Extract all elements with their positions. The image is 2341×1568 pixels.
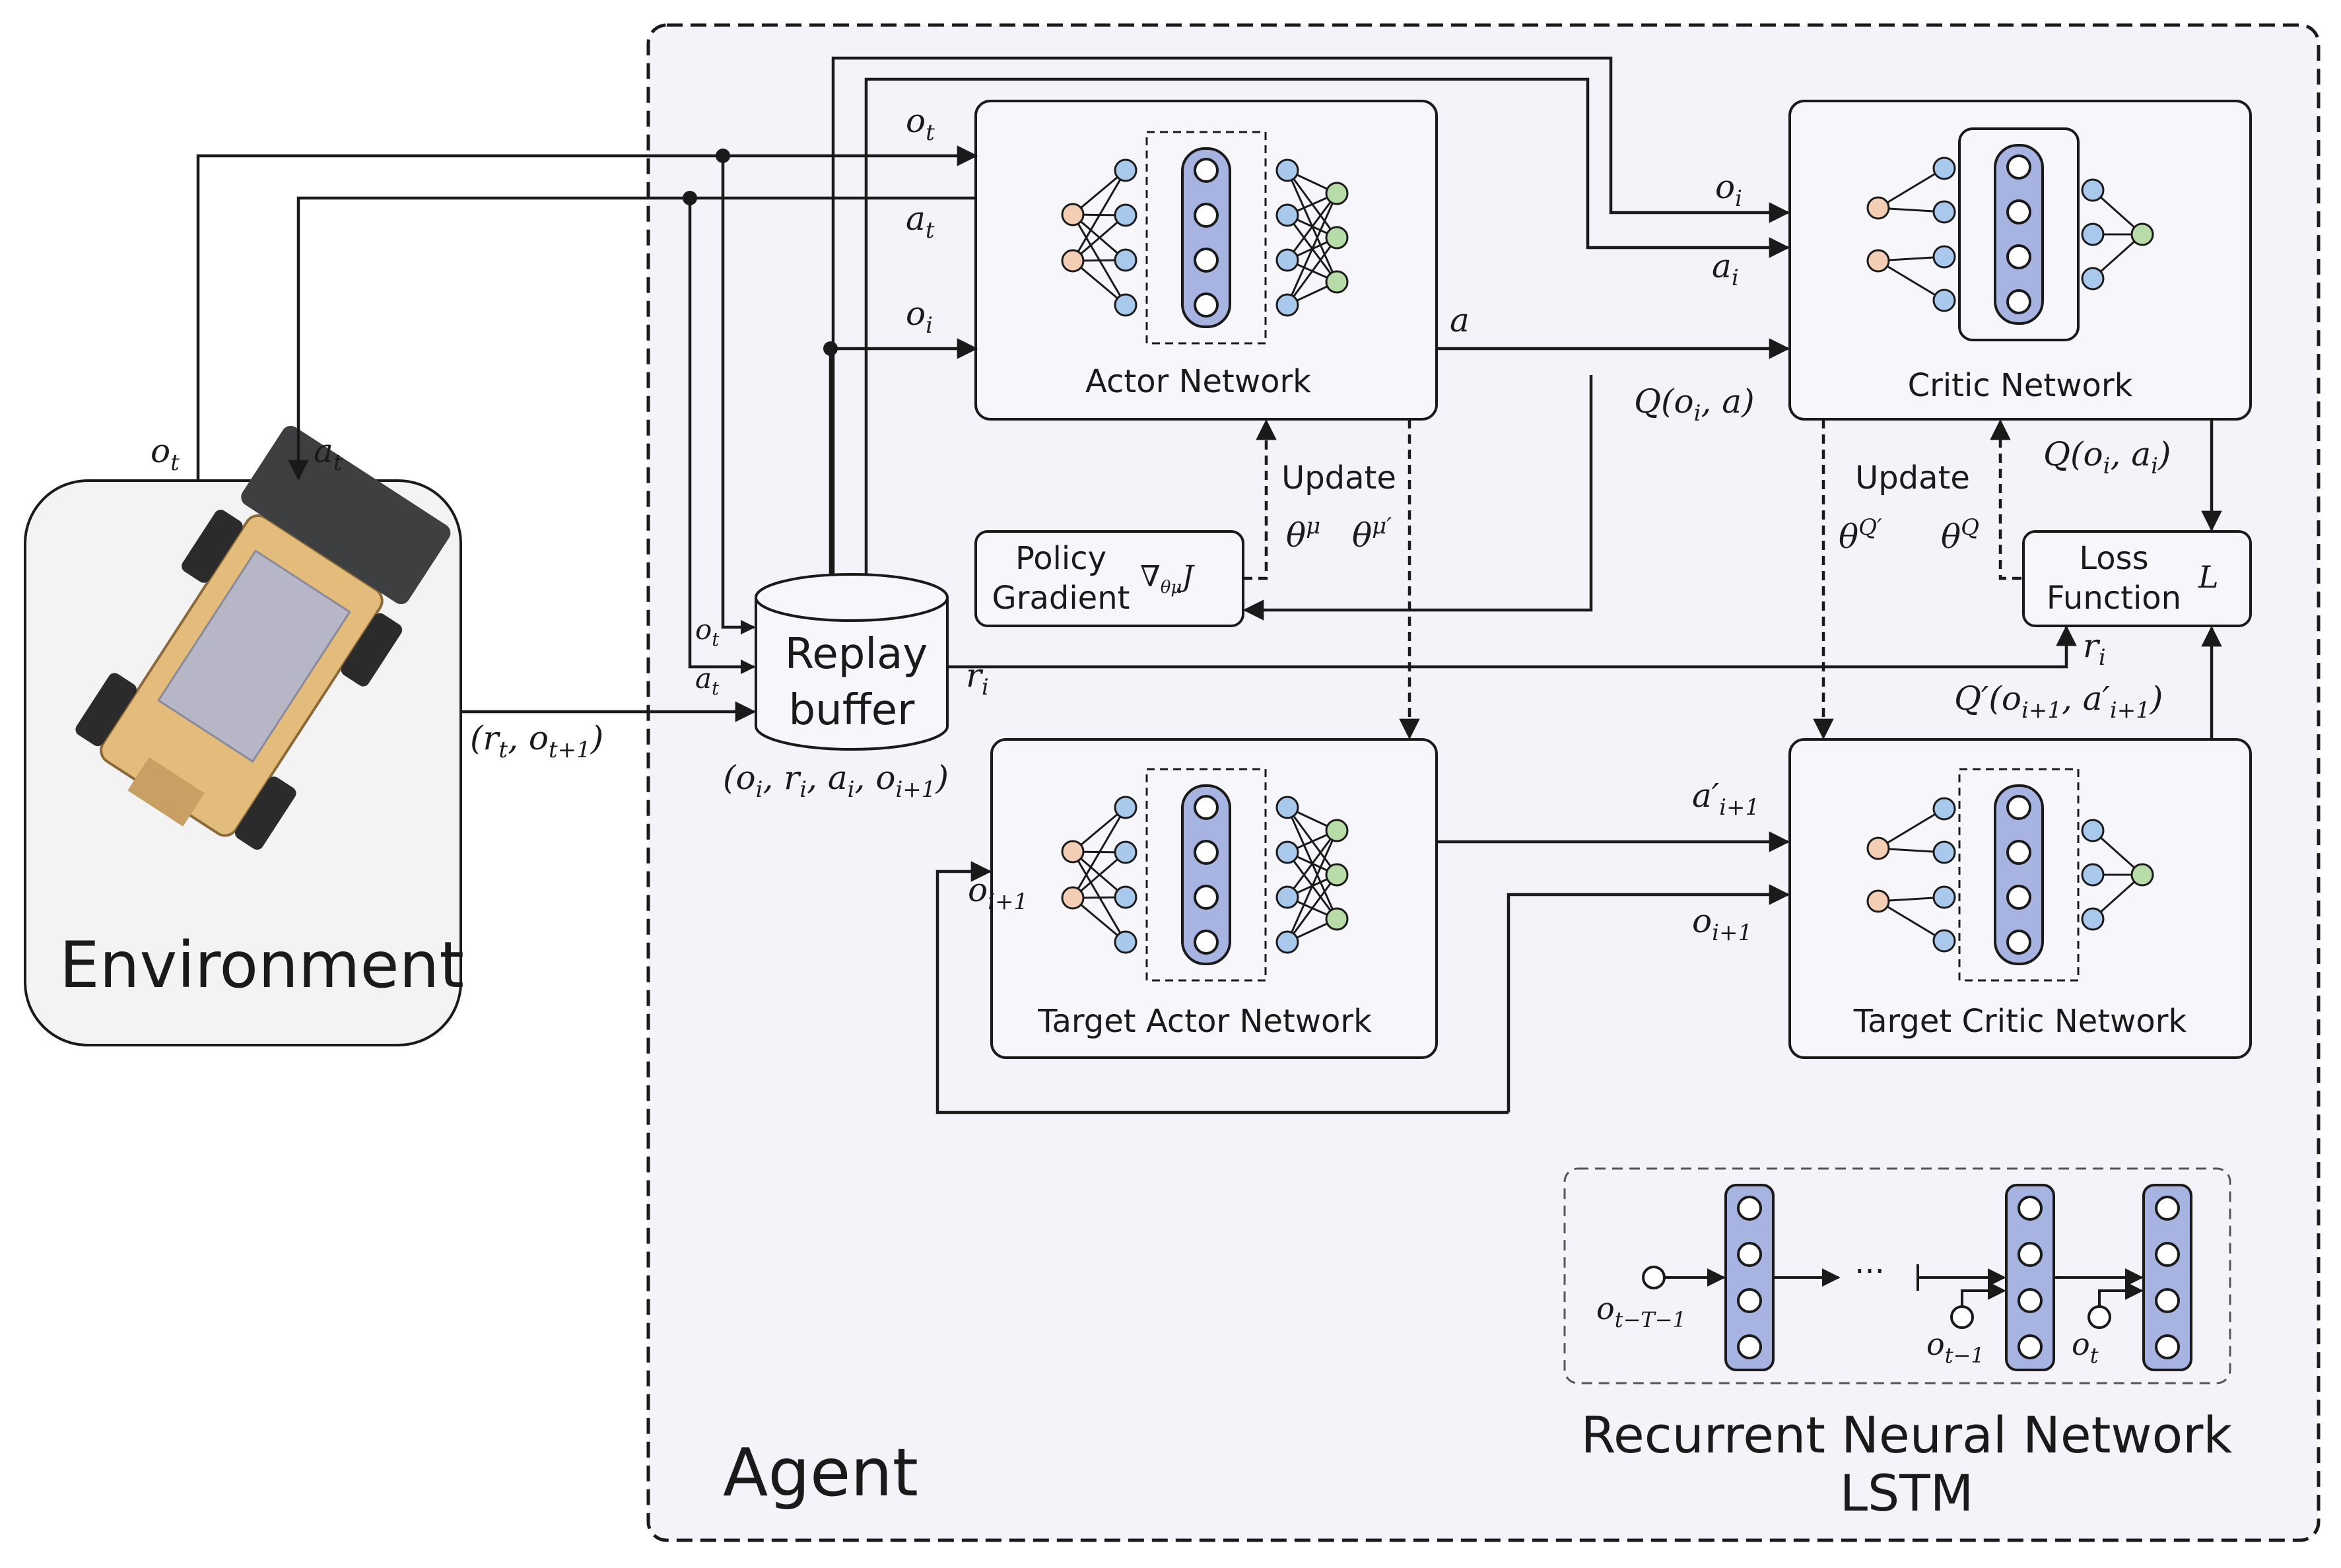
q-oi-ai-label: Q(oi, ai) xyxy=(2043,435,2171,479)
target-critic-in-a: a′i+1 xyxy=(1692,776,1759,821)
robot-image xyxy=(75,425,451,850)
connections xyxy=(196,56,2222,1114)
target-critic-network-label: Target Critic Network xyxy=(1853,1003,2187,1040)
replay-line2: buffer xyxy=(789,686,916,735)
rnn-cell-2 xyxy=(2005,1184,2055,1371)
critic-network-graphic xyxy=(1866,127,2154,341)
rnn-dots: ··· xyxy=(1854,1253,1885,1290)
critic-network-graphic-hidden-layer xyxy=(1994,144,2044,325)
env-output-label: (rt, ot+1) xyxy=(470,719,603,763)
rnn-box xyxy=(1563,1167,2231,1384)
actor-network-graphic-hidden-layer xyxy=(1181,147,1231,328)
rnn-title-line1: Recurrent Neural Network xyxy=(1581,1406,2233,1464)
actor-in-ot: ot xyxy=(906,102,935,146)
replay-line1: Replay xyxy=(785,630,928,679)
q-prime-label: Q′(oi+1, a′i+1) xyxy=(1954,679,2163,724)
critic-in-ai: ai xyxy=(1712,247,1739,291)
policy-gradient-line1: Policy xyxy=(1015,540,1106,577)
loss-function-box xyxy=(2022,530,2252,627)
actor-theta-mu: θμ xyxy=(1286,513,1320,555)
q-oi-a-label: Q(oi, a) xyxy=(1634,382,1755,426)
target-actor-network-graphic xyxy=(1061,768,1349,982)
rnn-cell-3 xyxy=(2142,1184,2192,1371)
rnn-connections xyxy=(1642,1264,2144,1329)
critic-update-label: Update xyxy=(1855,460,1970,496)
target-actor-in-o: oi+1 xyxy=(968,871,1028,915)
replay-out-ri: ri xyxy=(966,656,989,700)
critic-theta-q: θQ xyxy=(1941,514,1979,556)
env-ot-label: ot xyxy=(151,432,180,476)
rnn-input-1: ot−T−1 xyxy=(1596,1291,1686,1332)
replay-tuple: (oi, ri, ai, oi+1) xyxy=(723,759,949,803)
actor-theta-mu-prime: θμ′ xyxy=(1352,513,1392,555)
target-critic-network-graphic xyxy=(1866,768,2154,982)
target-actor-network-graphic-hidden-layer xyxy=(1181,784,1231,965)
target-actor-network-label: Target Actor Network xyxy=(1037,1003,1372,1040)
critic-in-oi: oi xyxy=(1715,168,1742,212)
agent-label: Agent xyxy=(723,1434,918,1511)
rnn-cell-1 xyxy=(1724,1184,1775,1371)
actor-out-a: a xyxy=(1450,301,1470,339)
policy-gradient-line2: Gradient xyxy=(992,580,1130,617)
replay-buffer xyxy=(755,573,949,751)
env-at-label: at xyxy=(314,432,343,476)
loss-symbol: L xyxy=(2198,559,2219,595)
loss-in-ri: ri xyxy=(2083,627,2106,671)
environment-box xyxy=(24,425,462,1046)
target-critic-network-graphic-hidden-layer xyxy=(1994,784,2044,965)
rnn-graphic xyxy=(1642,1184,2192,1371)
actor-update-label: Update xyxy=(1281,460,1396,496)
rnn-input-2: ot−1 xyxy=(1926,1326,1985,1368)
actor-network-graphic xyxy=(1061,131,1349,345)
rnn-input-3: ot xyxy=(2072,1326,2099,1368)
environment-label: Environment xyxy=(59,928,464,1002)
replay-in-at: at xyxy=(695,662,720,699)
loss-line2: Function xyxy=(2047,580,2181,617)
loss-line1: Loss xyxy=(2079,540,2148,577)
rnn-title-line2: LSTM xyxy=(1840,1464,1974,1522)
critic-network-label: Critic Network xyxy=(1908,367,2133,404)
critic-theta-q-prime: θQ′ xyxy=(1839,514,1882,556)
target-critic-in-o: oi+1 xyxy=(1692,902,1752,946)
junction-dots xyxy=(683,149,838,356)
actor-network-label: Actor Network xyxy=(1085,363,1311,400)
replay-in-ot: ot xyxy=(695,613,720,650)
actor-in-at: at xyxy=(906,199,935,244)
actor-in-oi: oi xyxy=(906,294,933,339)
